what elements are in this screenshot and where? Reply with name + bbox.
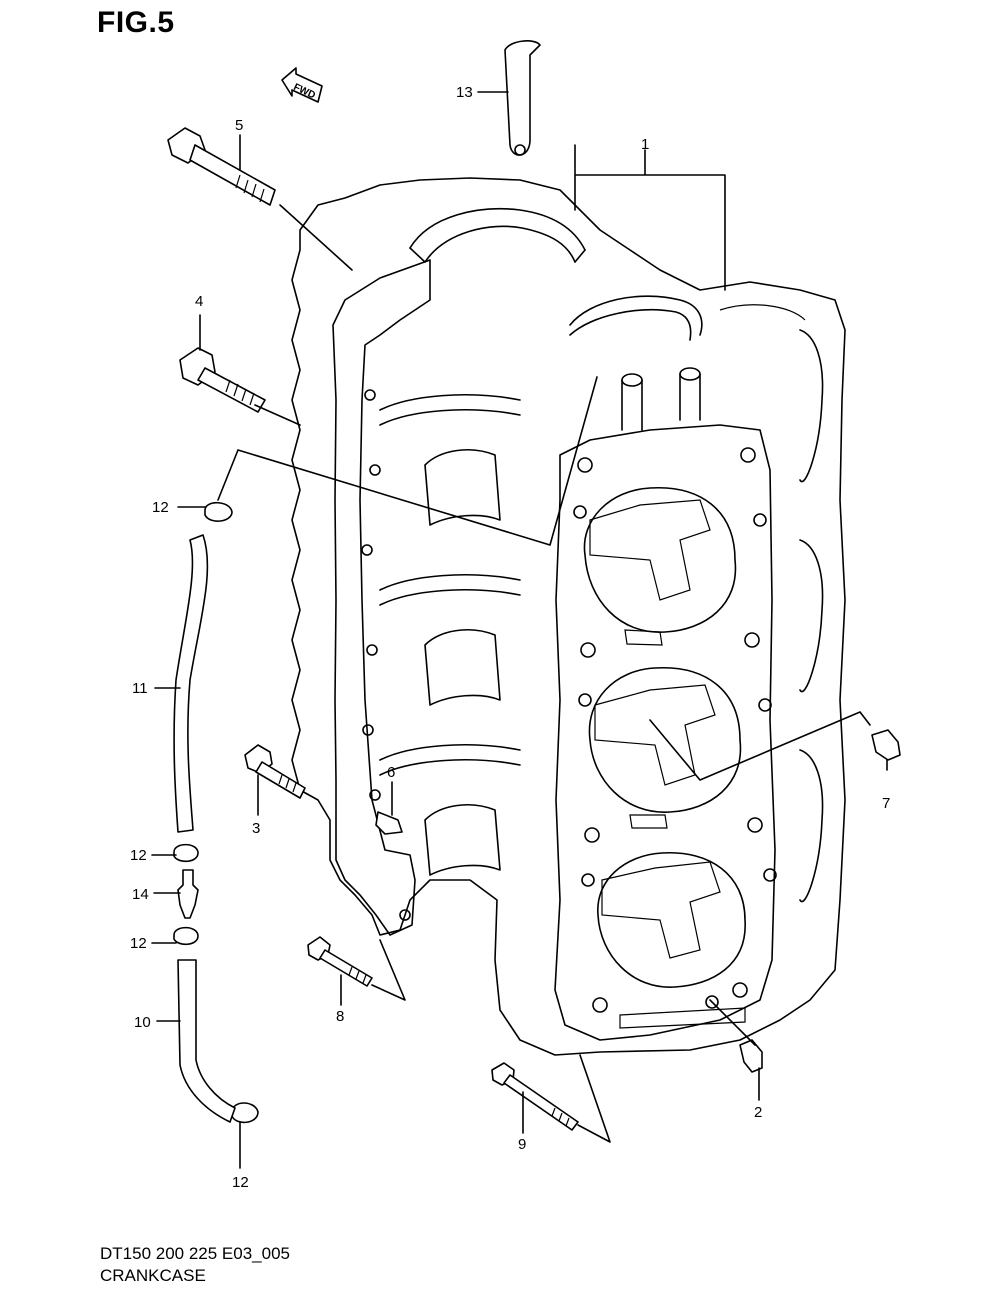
figure-title: FIG.5: [97, 6, 175, 39]
figure-caption: CRANKCASE: [100, 1266, 206, 1285]
callout-14: 14: [132, 886, 149, 903]
part-5-bolt: [167, 127, 276, 206]
part-6-dowel-pin: [375, 811, 403, 835]
callout-11: 11: [132, 680, 148, 697]
callout-3: 3: [252, 820, 260, 837]
callout-1: 1: [641, 136, 649, 153]
callout-4: 4: [195, 293, 203, 310]
part-9-bolt: [491, 1062, 579, 1131]
fwd-arrow: FWD: [281, 67, 323, 103]
callout-5: 5: [235, 117, 243, 134]
part-12-clamp-mid: [173, 843, 199, 863]
part-11-hose: [173, 534, 209, 833]
part-12-clamp-lower: [173, 926, 199, 946]
part-4-bolt: [179, 347, 266, 413]
part-13-bracket: [504, 40, 541, 156]
callout-8: 8: [336, 1008, 344, 1025]
callout-12-mid: 12: [130, 847, 147, 864]
part-14-fitting: [177, 869, 199, 919]
model-code: DT150 200 225 E03_005: [100, 1244, 290, 1263]
callout-2: 2: [754, 1104, 762, 1121]
part-12-clamp-top: [204, 501, 233, 522]
callout-9: 9: [518, 1136, 526, 1153]
callout-13: 13: [456, 84, 473, 101]
callout-10: 10: [134, 1014, 151, 1031]
callout-6: 6: [387, 764, 395, 781]
callout-12-lower: 12: [130, 935, 147, 952]
callout-7: 7: [882, 795, 890, 812]
callout-numbers: 1 2 3 4 5 6 7 8 9 10 11 12 12 12 12 13 1…: [130, 84, 890, 1191]
part-3-bolt: [244, 744, 306, 799]
part-10-hose: [177, 959, 236, 1123]
callout-12-top: 12: [152, 499, 169, 516]
part-12-clamp-bottom: [231, 1102, 259, 1124]
crankcase-body: [291, 177, 846, 1056]
part-7-plug: [871, 729, 901, 761]
leader-lines: [151, 91, 888, 1169]
part-8-bolt: [307, 936, 373, 987]
callout-12-bottom: 12: [232, 1174, 249, 1191]
part-2-plug: [739, 1039, 763, 1073]
